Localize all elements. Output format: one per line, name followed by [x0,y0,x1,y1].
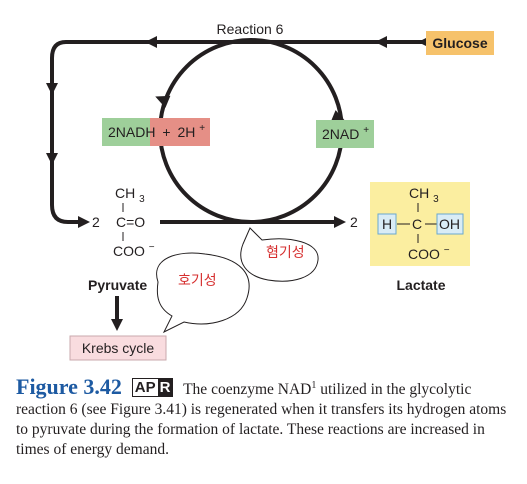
lactate-oh-highlight [436,213,464,235]
anaerobic-speech-bubble: 혐기성 [240,227,319,282]
svg-text:CH 3: CH 3 [409,185,439,205]
nad-label: 2NAD [322,126,359,142]
nad-charge: + [363,125,369,136]
glycolysis-diagram: Reaction 6 Glucose 2NADH + 2H + 2NAD + C… [46,21,494,361]
svg-text:2NADH + 2H +: 2NADH + 2H + [108,123,205,140]
svg-text:2NAD +: 2NAD + [322,125,369,142]
nad-box [316,120,374,148]
lactate-oh: OH [439,216,460,232]
caption-text-end: utilized in the glycolytic reaction 6 (s… [16,381,507,459]
lactate-ch3: CH [409,185,429,201]
lactate-coo: COO [408,246,440,262]
krebs-label: Krebs cycle [82,340,155,356]
plus-sign: + [162,124,170,140]
svg-text:COO −: COO − [113,242,155,259]
aerobic-annotation: 호기성 [178,272,217,288]
caption-text-start: The coenzyme NAD [183,381,312,399]
caption-superscript: 1 [311,380,317,391]
svg-text:CH 3: CH 3 [115,185,145,205]
pyruvate-coefficient: 2 [92,214,100,230]
lactate-h: H [382,216,392,232]
lactate-h-highlight [377,213,397,235]
pyruvate-ch3-sub: 3 [139,194,145,205]
figure-number: Figure 3.42 [16,374,122,400]
nadh-green-box [102,118,152,146]
lactate-coefficient: 2 [350,214,358,230]
apr-badge-r: R [157,379,173,397]
lactate-label: Lactate [396,277,445,293]
hydrogen-charge: + [199,123,205,134]
glucose-label: Glucose [432,35,487,51]
reaction-label: Reaction 6 [217,21,284,37]
nadh-label: 2NADH [108,124,155,140]
anaerobic-annotation: 혐기성 [266,244,305,260]
krebs-box [69,335,167,361]
hydrogen-label: 2H [177,124,195,140]
glucose-box [426,31,494,55]
pyruvate-coo-charge: − [149,242,155,253]
lactate-c: C [412,216,422,232]
pyruvate-ch3: CH [115,185,135,201]
pyruvate-label: Pyruvate [88,277,147,293]
aerobic-speech-bubble: 호기성 [156,252,250,334]
pyruvate-carbonyl: C=O [116,214,145,230]
apr-badge-ap: AP [132,379,158,397]
svg-text:COO −: COO − [408,245,450,262]
nadh-red-box [150,118,210,146]
pyruvate-coo: COO [113,243,145,259]
pyruvate-structure: CH 3 2 C=O COO − [92,185,155,259]
lactate-structure: CH 3 H C OH COO − [377,185,464,262]
lactate-ch3-sub: 3 [433,194,439,205]
lactate-coo-charge: − [444,245,450,256]
